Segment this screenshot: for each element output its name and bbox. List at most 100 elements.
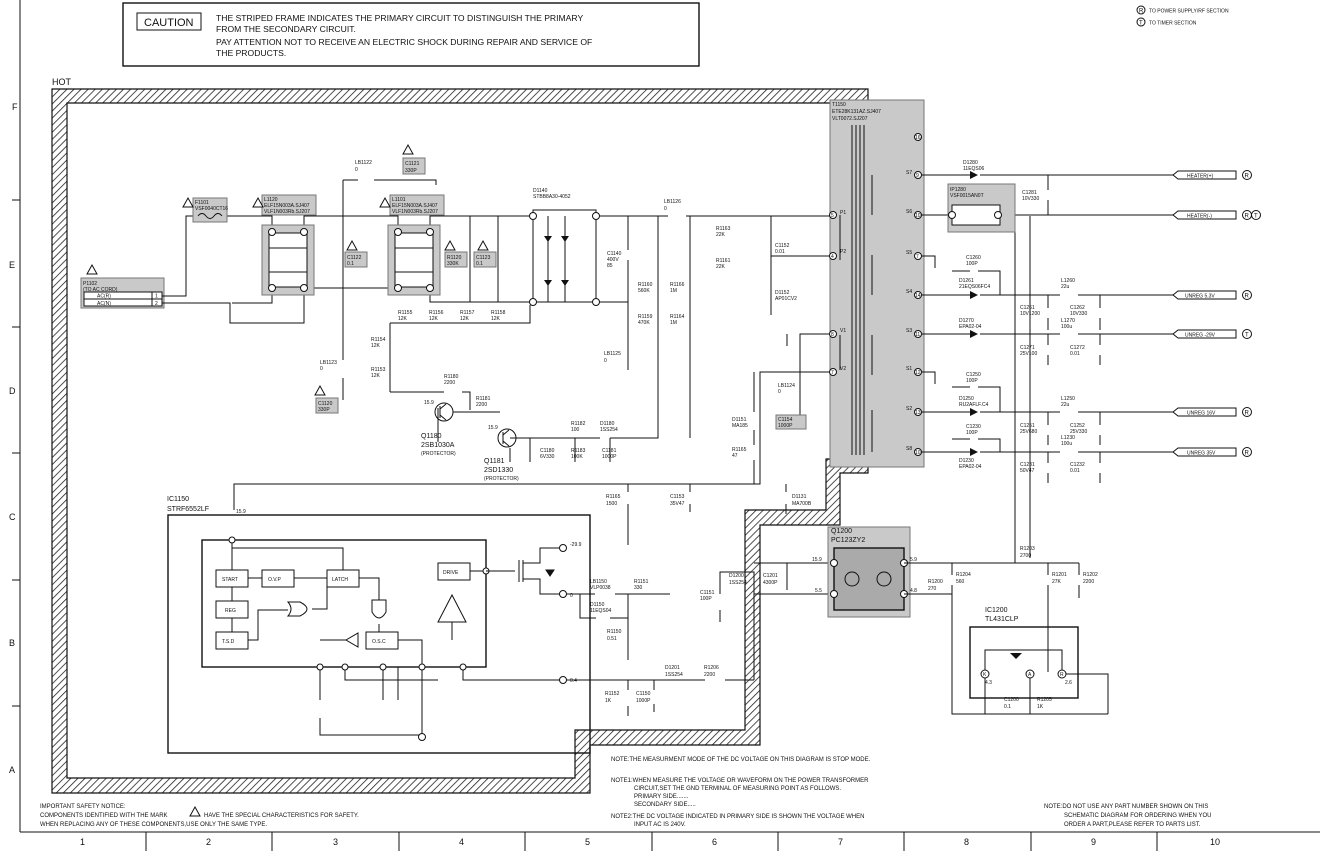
part-ref: IC1200 <box>985 607 1008 614</box>
pin-number: 12 <box>915 370 921 376</box>
component-labels: LB1122 0 C1121 330P C1122 0.1 R1120 330K… <box>315 157 812 507</box>
voltage-label: 15.9 <box>236 509 246 515</box>
part-value: VLF1N003Rb.SJ207 <box>264 209 310 215</box>
col-label: 1 <box>80 837 85 847</box>
part-ref: R1200 <box>928 579 943 585</box>
part-ref: R1180 <box>444 374 459 380</box>
part-value: ELF15N003A.SJ407 <box>264 203 310 209</box>
warning-triangle-icon <box>252 196 264 208</box>
note-line: NOTE1:WHEN MEASURE THE VOLTAGE OR WAVEFO… <box>611 778 869 784</box>
part-value: VLP0038 <box>590 585 611 591</box>
connector-p1102: P1102 (TO AC CORD) AC(R) 1 AC(N) 2 <box>80 277 165 309</box>
part-ref: C1140 <box>607 251 622 257</box>
row-label: D <box>9 386 16 396</box>
part-ref: R1158 <box>491 310 506 316</box>
pin-number: 13 <box>915 410 921 416</box>
part-value: STBB8A30-4052 <box>533 194 571 200</box>
safety-line: COMPONENTS IDENTIFIED WITH THE MARK <box>40 813 168 819</box>
part-value: 400V <box>607 257 619 263</box>
part-ref: R1201 <box>1052 572 1067 578</box>
part-value: ELF15N003A.SJ407 <box>392 203 438 209</box>
part-value: 12K <box>429 316 439 322</box>
part-value: 1SS254 <box>600 427 618 433</box>
fuse-f1101: F1101 VSF0040CT16 <box>192 197 228 223</box>
part-ref: C1150 <box>636 691 651 697</box>
part-ref: L1230 <box>1061 435 1075 441</box>
part-ref: R1183 <box>571 448 586 454</box>
pin-label: S1 <box>906 366 912 372</box>
output-tag: R <box>1245 174 1250 180</box>
part-ref: L1260 <box>1061 278 1075 284</box>
part-value: 35V47 <box>670 501 685 507</box>
pin-label: S4 <box>906 289 912 295</box>
output-label: UNREG 16V <box>1187 411 1216 417</box>
part-value: 100u <box>1061 441 1072 447</box>
part-ref: C1151 <box>700 590 715 596</box>
part-note-line: ORDER A PART,PLEASE REFER TO PARTS LIST. <box>1064 822 1201 828</box>
part-ref: R1159 <box>638 314 653 320</box>
part-value: 2200 <box>476 402 487 408</box>
part-value: 25V330 <box>1070 429 1087 435</box>
part-value: 85 <box>607 263 613 269</box>
part-ref: C1152 <box>775 243 790 249</box>
transformer-t1150: T1150 ETE28K131AZ.SJ407 VLT0072.SJ207 P1… <box>829 99 925 468</box>
pin-number: 16 <box>915 135 921 141</box>
part-ref: C1251 <box>1020 423 1035 429</box>
part-ref: R1206 <box>704 665 719 671</box>
col-label: 10 <box>1210 837 1220 847</box>
part-ref: LB1124 <box>778 383 795 389</box>
output-tag: R <box>1245 214 1250 220</box>
part-value: 1000P <box>778 423 793 429</box>
warning-triangle-icon <box>379 196 391 208</box>
part-ref: Q1180 <box>421 433 442 440</box>
part-value: VSF0015AN0T <box>950 193 984 199</box>
voltage-label: -29.9 <box>570 542 582 548</box>
part-value: RU2AFLF.C4 <box>959 402 989 408</box>
pin-label: S5 <box>906 250 912 256</box>
pin-number: 10 <box>915 450 921 456</box>
output-tag: R <box>1245 411 1250 417</box>
part-ref: C1154 <box>778 417 793 423</box>
warning-triangle-icon <box>402 143 414 155</box>
part-ref: R1156 <box>429 310 444 316</box>
part-value: 560K <box>638 288 650 294</box>
pin-label: R <box>1060 672 1064 678</box>
part-value: 270 <box>928 586 937 592</box>
part-value: ETE28K131AZ.SJ407 <box>832 109 881 115</box>
part-note-line: SCHEMATIC DIAGRAM FOR ORDERING WHEN YOU <box>1064 813 1211 819</box>
pin-number: 7 <box>916 254 919 260</box>
part-ref: LB1123 <box>320 360 337 366</box>
pin-number: 2 <box>155 301 158 307</box>
output-label: HEATER(-) <box>1187 214 1212 220</box>
ic1200-feedback: K A R IC1200 TL431CLP 4.3 2.6 R1200 270 … <box>904 216 1109 715</box>
part-ref: D1250 <box>959 396 974 402</box>
col-label: 8 <box>964 837 969 847</box>
pin-number: 11 <box>915 332 920 338</box>
pin-number: 5 <box>831 213 834 219</box>
part-value: AP01CV2 <box>775 296 797 302</box>
part-value: 12K <box>371 373 381 379</box>
part-value: 22K <box>716 264 726 270</box>
pin-name: AC(R) <box>97 294 111 300</box>
pin-label: S3 <box>906 328 912 334</box>
voltage-label: 5.5 <box>815 588 822 594</box>
part-value: 0 <box>604 358 607 364</box>
voltage-label: 15.9 <box>488 425 498 431</box>
hot-frame: HOT <box>51 77 869 794</box>
part-ref: R1166 <box>670 282 685 288</box>
part-ref: F1101 <box>195 200 209 206</box>
pin-label: S6 <box>906 209 912 215</box>
part-value: 12K <box>491 316 501 322</box>
part-ref: LB1125 <box>604 351 621 357</box>
part-ref: C1260 <box>966 255 981 261</box>
part-value: 10V330 <box>1022 196 1039 202</box>
part-value: 2200 <box>444 380 455 386</box>
voltage-label: 15.9 <box>424 400 434 406</box>
pin-number: 14 <box>915 293 921 299</box>
part-value: 100u <box>1061 324 1072 330</box>
pin-name: AC(N) <box>97 301 111 307</box>
output-tag: R <box>1245 294 1250 300</box>
part-ref: C1200 <box>1004 697 1019 703</box>
